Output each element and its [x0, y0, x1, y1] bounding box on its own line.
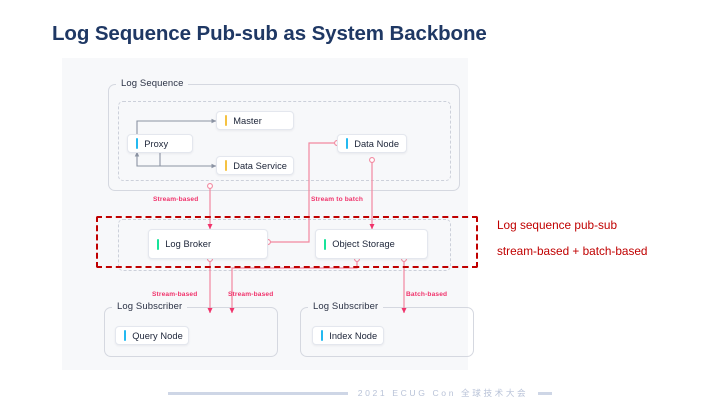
accent-bar-green: [324, 238, 327, 250]
group-log-subscriber-left-label: Log Subscriber: [112, 301, 188, 312]
edge-label-stream-based-query-b: Stream-based: [228, 291, 274, 298]
node-query-node[interactable]: Query Node: [115, 326, 189, 345]
group-log-subscriber-right: [300, 307, 474, 357]
edge-label-stream-based-broker: Stream-based: [153, 196, 199, 203]
node-data-service-label: Data Service: [233, 160, 288, 171]
node-query-node-label: Query Node: [132, 330, 183, 341]
page-title: Log Sequence Pub-sub as System Backbone: [52, 22, 487, 45]
footer-text: 2021 ECUG Con 全球技术大会: [357, 388, 529, 398]
accent-bar-cyan: [346, 138, 349, 149]
diagram-canvas: [62, 58, 468, 370]
annotation-line-1: Log sequence pub-sub: [497, 218, 618, 232]
accent-bar-cyan: [136, 138, 139, 149]
annotation-line-2: stream-based + batch-based: [497, 244, 648, 258]
accent-bar-green: [157, 238, 160, 250]
highlight-region-pubsub: [96, 216, 478, 268]
node-index-node-label: Index Node: [329, 330, 378, 341]
node-data-service[interactable]: Data Service: [216, 156, 294, 175]
annotation-pubsub: Log sequence pub-sub stream-based + batc…: [497, 212, 712, 264]
footer-rule-right: [538, 391, 553, 395]
node-data-node[interactable]: Data Node: [337, 134, 407, 153]
group-log-subscriber-right-label: Log Subscriber: [308, 301, 384, 312]
footer-rule-left: [167, 391, 348, 395]
accent-bar-yellow: [225, 115, 228, 126]
node-log-broker[interactable]: Log Broker: [148, 229, 268, 259]
node-object-storage-label: Object Storage: [332, 239, 395, 249]
node-proxy[interactable]: Proxy: [127, 134, 193, 153]
node-log-broker-label: Log Broker: [165, 239, 212, 249]
node-proxy-label: Proxy: [144, 138, 169, 149]
node-data-node-label: Data Node: [354, 138, 400, 149]
accent-bar-cyan: [124, 330, 127, 341]
edge-label-stream-based-query-a: Stream-based: [152, 291, 198, 298]
edge-label-stream-to-batch: Stream to batch: [311, 196, 364, 203]
accent-bar-cyan: [321, 330, 324, 341]
node-master-label: Master: [233, 115, 262, 126]
accent-bar-yellow: [225, 160, 228, 171]
slide-footer: 2021 ECUG Con 全球技术大会: [0, 387, 720, 399]
node-master[interactable]: Master: [216, 111, 294, 130]
group-log-sequence-label: Log Sequence: [116, 78, 189, 89]
node-index-node[interactable]: Index Node: [312, 326, 384, 345]
node-object-storage[interactable]: Object Storage: [315, 229, 428, 259]
group-log-subscriber-left: [104, 307, 278, 357]
edge-label-batch-based-index: Batch-based: [406, 291, 448, 298]
